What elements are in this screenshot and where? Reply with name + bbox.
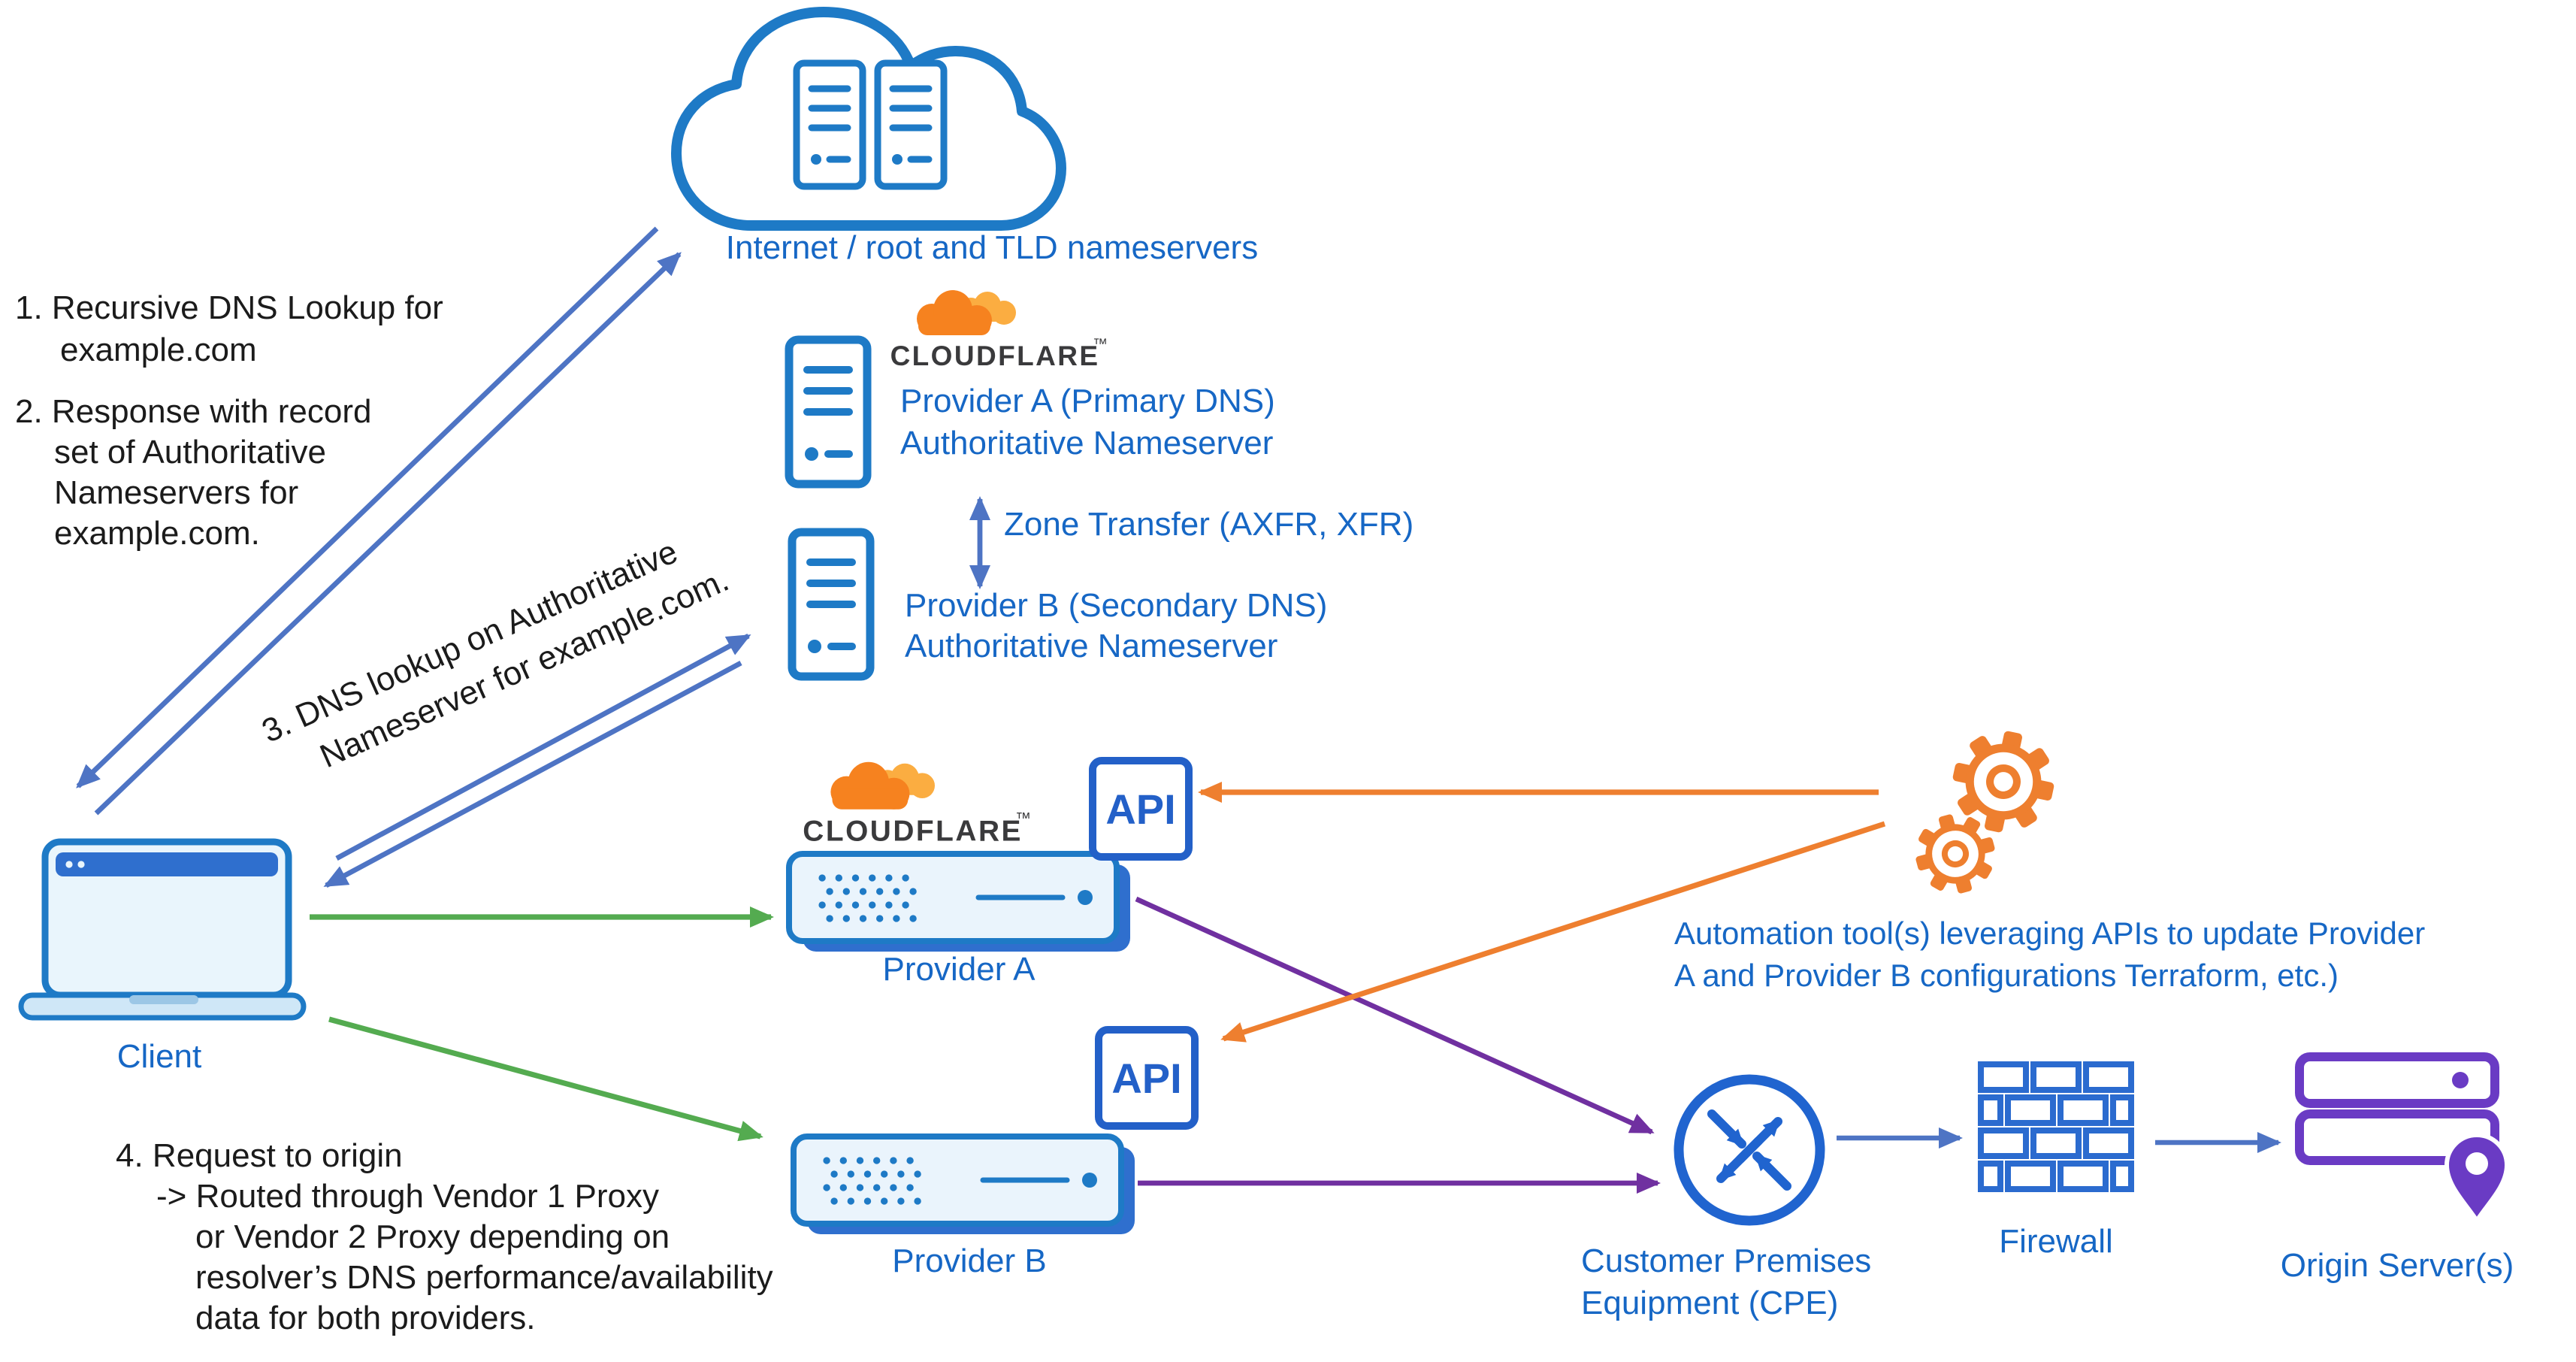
- zone-transfer-label: Zone Transfer (AXFR, XFR): [1004, 506, 1413, 543]
- internet-label: Internet / root and TLD nameservers: [726, 229, 1258, 266]
- arrow-authoritative-response: [323, 661, 742, 888]
- step2-line1: 2. Response with record: [15, 393, 371, 430]
- provider-b-dns-line1: Provider B (Secondary DNS): [905, 587, 1327, 624]
- step1-line1: 1. Recursive DNS Lookup for: [15, 289, 443, 326]
- step2-line3: Nameservers for: [54, 474, 298, 511]
- step3-note: 3. DNS lookup on Authoritative Nameserve…: [256, 533, 734, 775]
- cloudflare-logo-proxy: [803, 761, 1032, 848]
- api-b-box: [1099, 1030, 1195, 1126]
- firewall-icon: [1978, 1061, 2134, 1192]
- automation-line2: A and Provider B configurations Terrafor…: [1674, 958, 2339, 993]
- origin-server-icon: [2295, 1052, 2510, 1225]
- location-pin-icon: [2444, 1133, 2510, 1225]
- step4-line3: or Vendor 2 Proxy depending on: [195, 1218, 670, 1255]
- provider-a-nameserver-label: Provider A (Primary DNS) Authoritative N…: [900, 383, 1275, 462]
- client-laptop-icon: [18, 838, 307, 1021]
- step1-note: 1. Recursive DNS Lookup for example.com: [15, 289, 443, 368]
- cpe-router-icon: [1673, 1074, 1825, 1226]
- gear-large-icon: [1943, 722, 2063, 841]
- step4-line5: data for both providers.: [195, 1300, 535, 1336]
- provider-b-dns-line2: Authoritative Nameserver: [905, 628, 1277, 664]
- arrow-automation-api-b: [1220, 821, 1886, 1043]
- step4-line1: 4. Request to origin: [116, 1137, 403, 1174]
- client-label: Client: [117, 1038, 202, 1075]
- arrow-provider-a-cpe: [1135, 896, 1655, 1135]
- automation-label: Automation tool(s) leveraging APIs to up…: [1674, 916, 2425, 993]
- origin-label: Origin Server(s): [2281, 1247, 2514, 1284]
- cloudflare-logo-nameserver: [890, 290, 1108, 371]
- cpe-line1: Customer Premises: [1581, 1242, 1871, 1279]
- cpe-line2: Equipment (CPE): [1581, 1285, 1838, 1321]
- tld-nameserver-icon: [878, 63, 944, 186]
- arrow-recursive-lookup: [94, 252, 682, 816]
- step4-line4: resolver’s DNS performance/availability: [195, 1259, 773, 1296]
- internet-cloud-icon: [671, 7, 1066, 231]
- provider-b-nameserver-label: Provider B (Secondary DNS) Authoritative…: [905, 587, 1327, 664]
- automation-line1: Automation tool(s) leveraging APIs to up…: [1674, 916, 2425, 951]
- firewall-label: Firewall: [1999, 1223, 2113, 1260]
- cpe-label: Customer Premises Equipment (CPE): [1581, 1242, 1871, 1321]
- provider-b-appliance-icon: [794, 1137, 1135, 1234]
- step2-line2: set of Authoritative: [54, 434, 326, 471]
- arrow-client-provider-b: [328, 1016, 763, 1142]
- step1-line2: example.com: [60, 331, 257, 368]
- root-nameserver-icon: [797, 63, 863, 186]
- step2-line4: example.com.: [54, 515, 260, 552]
- laptop-titlebar: [56, 852, 278, 876]
- arrow-root-response: [76, 226, 659, 788]
- provider-a-appliance-icon: [789, 854, 1130, 952]
- nameserver-a-icon: [789, 340, 867, 484]
- provider-a-proxy-label: Provider A: [883, 951, 1036, 988]
- step2-note: 2. Response with record set of Authorita…: [15, 393, 371, 552]
- step4-line2: -> Routed through Vendor 1 Proxy: [156, 1178, 659, 1215]
- provider-a-dns-line2: Authoritative Nameserver: [900, 425, 1273, 462]
- provider-a-dns-line1: Provider A (Primary DNS): [900, 383, 1275, 419]
- api-a-box: [1093, 761, 1189, 857]
- arrow-authoritative-lookup: [335, 634, 751, 861]
- step4-note: 4. Request to origin -> Routed through V…: [116, 1137, 773, 1336]
- nameserver-b-icon: [792, 532, 870, 676]
- provider-b-proxy-label: Provider B: [892, 1242, 1046, 1279]
